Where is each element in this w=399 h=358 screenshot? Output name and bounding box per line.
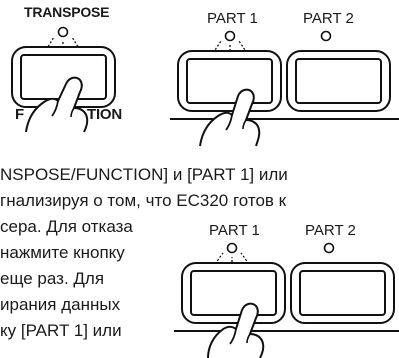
text-line-5: еще раз. Для xyxy=(0,269,105,288)
text-line-7: ку [PART 1] или xyxy=(0,321,122,340)
function-label-right: TION xyxy=(87,106,123,123)
text-line-6: ирания данных xyxy=(0,295,121,314)
function-label-left: F xyxy=(15,106,24,123)
text-line-3: сера. Для отказа xyxy=(0,217,133,236)
part2-label-top: PART 2 xyxy=(303,10,354,27)
transpose-label: TRANSPOSE xyxy=(24,4,110,20)
text-line-2: гнализируя о том, что EC320 готов к xyxy=(0,191,287,210)
text-line-4: нажмите кнопку xyxy=(0,243,125,262)
part2-label-bottom: PART 2 xyxy=(305,222,356,239)
part1-label-bottom: PART 1 xyxy=(209,222,260,239)
part1-label-top: PART 1 xyxy=(207,10,258,27)
text-line-1: NSPOSE/FUNCTION] и [PART 1] или xyxy=(0,165,288,184)
